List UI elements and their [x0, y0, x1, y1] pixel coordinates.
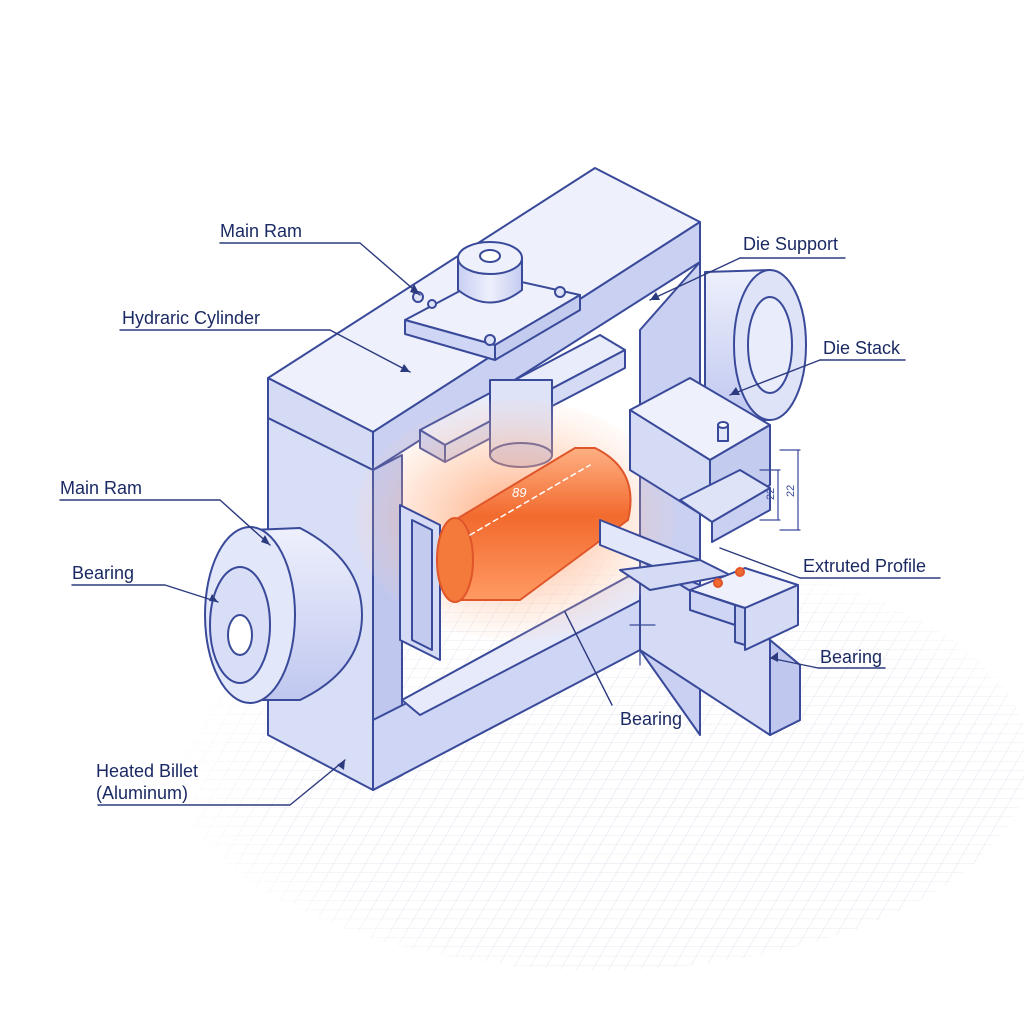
dimension-lines — [629, 449, 801, 666]
top-cylinder-boss — [404, 241, 581, 361]
heated-billet — [436, 447, 632, 603]
billet-dimension-text: 89 — [512, 485, 526, 500]
label-bearing-right: Bearing — [820, 647, 883, 667]
left-platen — [399, 504, 441, 661]
leader-lines — [59, 242, 941, 806]
leader-arrows — [209, 284, 778, 770]
side-dimension-text-2: 22 — [765, 488, 777, 500]
label-die-stack: Die Stack — [823, 338, 901, 358]
label-die-support: Die Support — [743, 234, 839, 254]
label-bearing-left: Bearing — [72, 563, 135, 583]
label-hydraulic-cylinder: Hydraric Cylinder — [122, 308, 261, 328]
label-heated-billet-line1: Heated Billet — [96, 761, 199, 781]
label-heated-billet: Heated Billet (Aluminum) — [96, 760, 226, 804]
label-main-ram-top: Main Ram — [220, 221, 303, 241]
label-heated-billet-line2: (Aluminum) — [96, 783, 189, 803]
die-stack — [629, 377, 771, 543]
label-extruded-profile: Extruted Profile — [803, 556, 927, 576]
side-dimension-text-1: 22 — [785, 485, 797, 497]
label-bearing-bottom: Bearing — [620, 709, 683, 729]
die-support-cylinder — [704, 269, 807, 421]
label-main-ram-left: Main Ram — [60, 478, 143, 498]
extruded-profile-block — [689, 567, 799, 651]
